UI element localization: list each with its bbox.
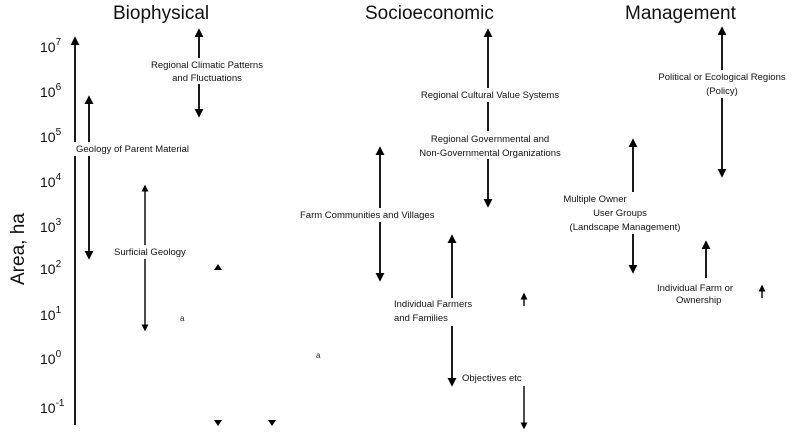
communities-label-bg	[298, 208, 480, 222]
political-label-line2: (Policy)	[706, 86, 738, 97]
user-groups-label-bg	[550, 192, 700, 234]
cultural-label-bg	[395, 88, 580, 102]
farmers-label-line2: and Families	[394, 313, 448, 324]
small-triangle-down-1	[214, 420, 222, 426]
surficial-label: Surficial Geology	[114, 247, 186, 258]
heading-biophysical: Biophysical	[113, 3, 209, 24]
y-tick-1e2: 102	[40, 259, 62, 277]
political-label-line1: Political or Ecological Regions	[658, 72, 786, 83]
y-tick-1e4: 104	[40, 172, 62, 190]
communities-label: Farm Communities and Villages	[300, 210, 435, 221]
y-tick-1e7: 107	[40, 37, 62, 55]
individual-farm-label-line2: Ownership	[676, 295, 721, 306]
mark-a-1: a	[180, 314, 185, 323]
individual-farm-label-bg	[655, 281, 763, 303]
objectives-label-bg	[458, 372, 544, 384]
climate-label-line2: and Fluctuations	[172, 73, 242, 84]
user-groups-label-line3: (Landscape Management)	[570, 222, 681, 233]
governmental-label-bg	[392, 131, 592, 159]
mark-a-2: a	[316, 351, 321, 360]
climate-label-bg	[130, 58, 275, 84]
user-groups-label-line1: Multiple Owner	[563, 194, 626, 205]
climate-label-line1: Regional Climatic Patterns	[151, 60, 263, 71]
parent-material-label: Geology of Parent Material	[76, 144, 189, 155]
y-tick-1e5: 105	[40, 127, 62, 145]
parent-material-label-bg	[74, 142, 224, 156]
objectives-label: Objectives etc	[462, 373, 522, 384]
user-groups-label-line2: User Groups	[593, 208, 647, 219]
cultural-label: Regional Cultural Value Systems	[421, 90, 559, 101]
surficial-label-bg	[112, 245, 212, 259]
y-tick-1e-1: 10-1	[40, 398, 65, 416]
small-triangle-up	[214, 264, 222, 270]
small-triangle-down-2	[268, 420, 276, 426]
y-tick-labels: 107 106 105 104 103 102 101 100 10-1	[40, 37, 65, 416]
governmental-label-line1: Regional Governmental and	[431, 134, 549, 145]
y-tick-1e1: 101	[40, 305, 62, 323]
heading-socioeconomic: Socioeconomic	[365, 3, 494, 24]
heading-management: Management	[625, 3, 737, 24]
y-tick-1e0: 100	[40, 349, 62, 367]
farmers-label-line1: Individual Farmers	[394, 299, 472, 310]
y-tick-1e3: 103	[40, 217, 62, 235]
individual-farm-label-line1: Individual Farm or	[657, 283, 733, 294]
y-axis-label: Area, ha	[8, 213, 29, 285]
governmental-label-line2: Non-Governmental Organizations	[419, 148, 561, 159]
political-label-bg	[636, 70, 808, 98]
y-tick-1e6: 106	[40, 82, 62, 100]
farmers-label-bg	[390, 298, 500, 326]
